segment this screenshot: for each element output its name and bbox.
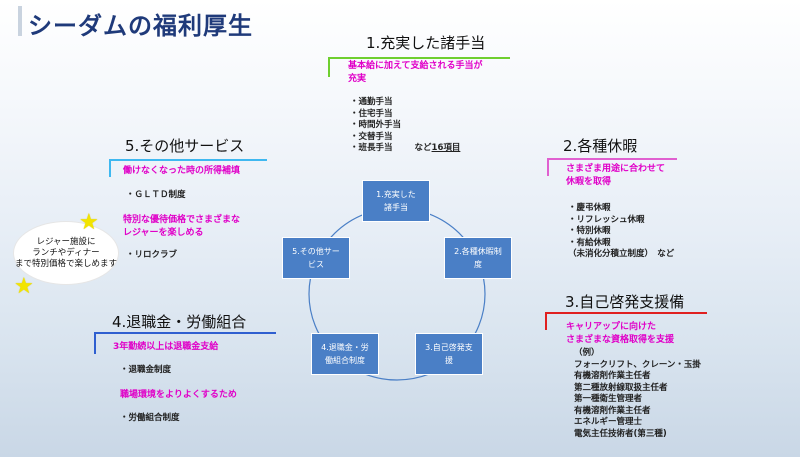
list-item: ・慶弔休暇 [568,203,611,213]
cycle-node-2: 2.各種休暇制度 [444,237,512,279]
section-2-title: 2.各種休暇 [563,137,638,155]
section-2-highlight: さまざま用途に合わせて休暇を取得 [566,164,666,187]
list-item: ・班長手当など16項目 [350,143,461,153]
section-5-highlight-2: 特別な優待価格でさまざまなレジャーを楽しめる [123,215,241,238]
list-item: エネルギー管理士 [574,417,643,427]
list-item: 有機溶剤作業主任者 [574,405,651,416]
page-title: シーダムの福利厚生 [28,12,253,40]
list-item: 第一種衛生管理者 [574,394,643,404]
section-4-highlight-2: 職場環境をよりよくするため [120,390,237,400]
list-item: ・時間外手当 [350,120,402,130]
list-item: ・通勤手当 [350,97,393,107]
section-3-bracket [545,312,707,330]
section-4-bracket [94,332,276,354]
list-item: ・交替手当 [350,131,393,142]
title-accent-bar [18,6,22,36]
cycle-node-4: 4.退職金・労働組合制度 [311,333,379,375]
cycle-node-3: 3.自己啓発支援 [415,333,483,375]
section-5-highlight-1: 働けなくなった時の所得補填 [123,166,241,176]
section-3-title: 3.自己啓発支援備 [565,293,685,311]
section-2-list: ・慶弔休暇 ・リフレッシュ休暇 ・特別休暇 ・有給休暇 （未消化分積立制度） な… [568,203,674,261]
section-5-bracket [109,159,267,177]
section-4-title: 4.退職金・労働組合 [112,313,247,331]
list-item: フォークリフト、クレーン・玉掛 [574,359,701,370]
section-1-highlight: 基本給に加えて支給される手当が充実 [348,61,483,84]
list-item: ・住宅手当 [350,108,393,119]
section-5-item-2: ・リロクラブ [126,250,178,260]
section-4-item-1: ・退職金制度 [120,365,172,375]
section-1-title: 1.充実した諸手当 [366,34,486,52]
star-icon: ★ [79,210,99,235]
list-item: ・特別休暇 [568,226,611,236]
section-1-list: ・通勤手当 ・住宅手当 ・時間外手当 ・交替手当 ・班長手当など16項目 [350,97,460,155]
star-icon: ★ [14,274,34,299]
section-4-item-2: ・労働組合制度 [120,413,180,423]
list-item: （未消化分積立制度） など [568,249,675,259]
section-4-highlight-1: 3年勤続以上は退職金支給 [113,342,219,352]
list-item: ・有給休暇 [568,237,611,248]
cycle-node-1: 1.充実した諸手当 [362,180,430,222]
section-3-list: （例） フォークリフト、クレーン・玉掛 有機溶剤作業主任者 第二種放射線取扱主任… [574,348,701,440]
section-5-item-1: ・ＧＬＴＤ制度 [126,190,186,200]
list-item: 有機溶剤作業主任者 [574,371,651,381]
section-1-bracket [328,57,510,77]
list-item: （例） [574,348,600,358]
leisure-callout-bubble: レジャー施設に ランチやディナー まで特別価格で楽しめます [14,222,118,284]
section-3-highlight: キャリアップに向けたさまざまな資格取得を支援 [566,322,675,345]
cycle-node-5: 5.その他サービス [282,237,350,279]
list-item: ・リフレッシュ休暇 [568,214,645,225]
section-2-bracket [547,158,677,176]
section-5-title: 5.その他サービス [125,137,245,155]
list-item: 第二種放射線取扱主任者 [574,382,668,393]
list-item: 電気主任技術者(第三種) [574,428,667,439]
